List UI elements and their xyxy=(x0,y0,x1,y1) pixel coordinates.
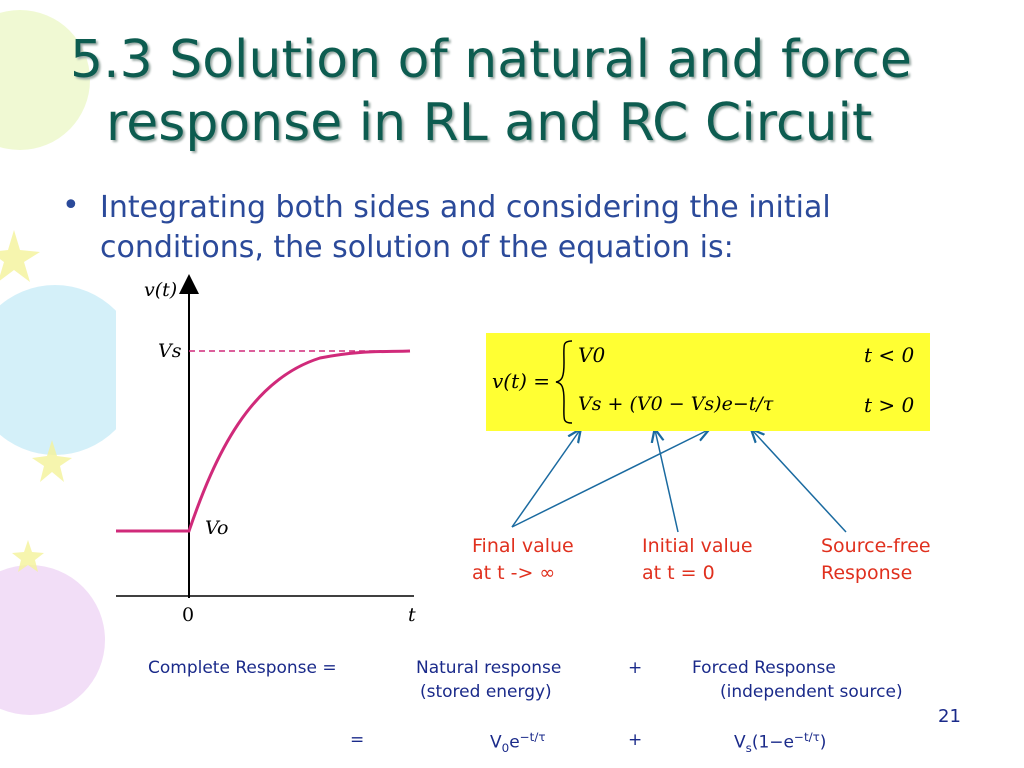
slide-number: 21 xyxy=(938,706,961,727)
slide-title-line-1: 5.3 Solution of natural and force xyxy=(70,30,912,90)
equation-lhs: v(t) = xyxy=(492,369,551,393)
annotation-source-free: Source-free Response xyxy=(821,535,931,584)
vs-tick-label: Vs xyxy=(158,340,182,362)
decor-star xyxy=(0,230,40,282)
y-axis-label: v(t) xyxy=(144,279,178,301)
voltage-curve xyxy=(116,349,411,533)
natural-response-formula: V0e−t/τ xyxy=(490,730,546,756)
graph-backdrop xyxy=(116,275,416,635)
origin-label: 0 xyxy=(182,604,195,626)
forced-response-formula: Vs(1−e−t/τ) xyxy=(734,730,827,756)
natural-response-label: Natural response xyxy=(416,658,562,678)
forced-response-label: Forced Response xyxy=(692,658,836,678)
slide-title-line-2: response in RL and RC Circuit xyxy=(106,93,873,153)
arrow-final-value-2 xyxy=(511,430,708,528)
equation-case2-cond: t > 0 xyxy=(864,393,915,417)
arrow-final-value-1 xyxy=(511,430,580,528)
decor-balloon-purple xyxy=(0,565,105,715)
bullet-text-line-1: Integrating both sides and considering t… xyxy=(100,190,831,225)
bullet-text-line-2: conditions, the solution of the equation… xyxy=(100,230,734,265)
equation-case1-expr: V0 xyxy=(578,343,606,367)
decor-balloon-blue xyxy=(0,285,140,455)
equation-case2-expr: Vs + (V0 − Vs)e−t/τ xyxy=(578,393,774,415)
solution-equation-box: v(t) = V0 t < 0 Vs + (V0 − Vs)e−t/τ t > … xyxy=(486,333,930,431)
annotation-initial-value: Initial value at t = 0 xyxy=(642,535,753,584)
natural-response-note: (stored energy) xyxy=(420,682,552,702)
decor-star xyxy=(12,540,44,572)
x-axis-label: t xyxy=(408,604,416,626)
arrow-initial-value xyxy=(655,430,679,533)
vo-point-label: Vo xyxy=(205,517,229,539)
arrow-source-free xyxy=(752,430,847,533)
decor-star xyxy=(32,440,72,482)
equals-sign-row3: = xyxy=(350,730,365,750)
complete-response-label: Complete Response = xyxy=(148,658,337,678)
bullet-marker: • xyxy=(62,188,80,223)
forced-response-note: (independent source) xyxy=(720,682,903,702)
plus-sign-row1: + xyxy=(628,658,643,678)
plus-sign-row3: + xyxy=(628,730,643,750)
equation-brace xyxy=(555,340,573,424)
decor-balloon-green xyxy=(0,10,90,150)
equation-case1-cond: t < 0 xyxy=(864,343,915,367)
annotation-final-value: Final value at t -> ∞ xyxy=(472,535,574,584)
